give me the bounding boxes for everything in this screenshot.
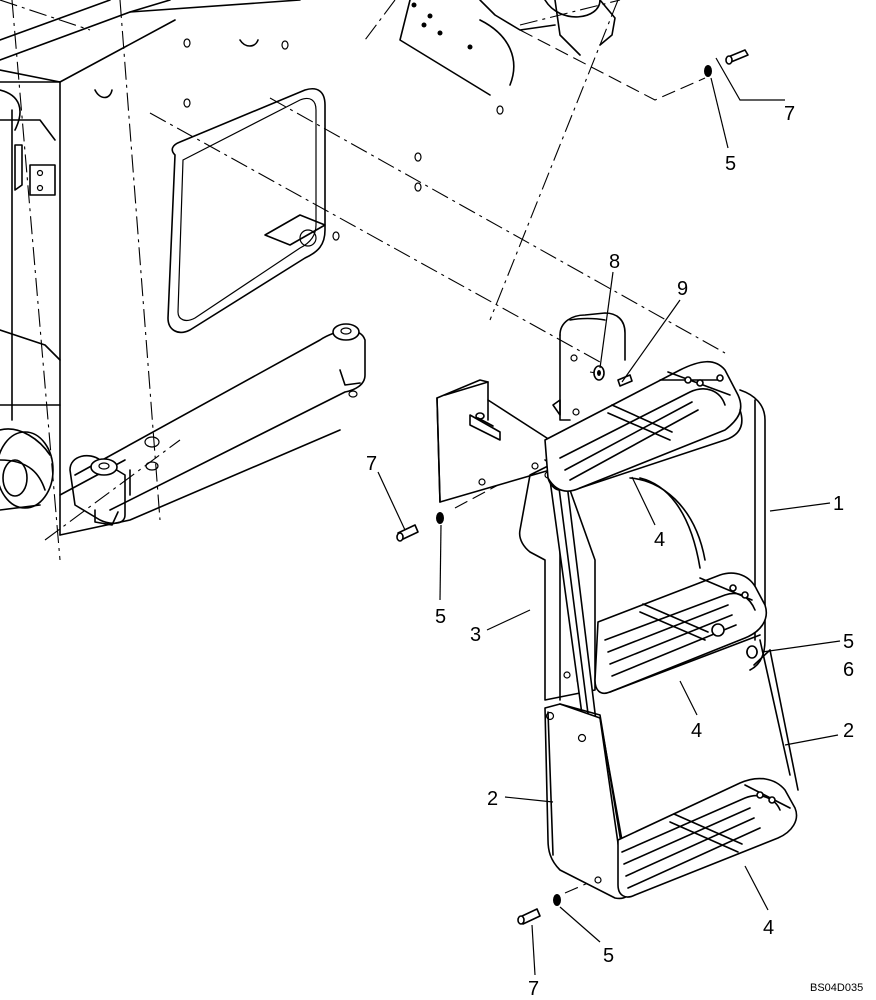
callout-5-left: 5: [435, 606, 446, 628]
callout-6: 6: [843, 659, 854, 681]
callout-2-left: 2: [487, 788, 498, 810]
side-rails: [544, 475, 799, 900]
callout-4-top: 4: [654, 529, 665, 551]
callout-9: 9: [677, 278, 688, 300]
callout-2-right: 2: [843, 720, 854, 742]
callout-labels: 7 5 8 9 1 7 4 5 3 5 6 4 2 2 4 5 7 BS04D0…: [366, 103, 863, 1000]
step-tread-middle: [594, 572, 767, 695]
callout-5-bottom: 5: [603, 945, 614, 967]
drawing-code: BS04D035: [810, 982, 863, 994]
step-tread-top: [544, 360, 743, 492]
leader-lines: [377, 57, 841, 976]
callout-1: 1: [833, 493, 844, 515]
callout-5-top: 5: [725, 153, 736, 175]
hardware: [396, 49, 758, 925]
callout-4-bottom: 4: [763, 917, 774, 939]
callout-7-left: 7: [366, 453, 377, 475]
callout-8: 8: [609, 251, 620, 273]
step-support-arch: [629, 477, 706, 569]
callout-4-middle: 4: [691, 720, 702, 742]
callout-7-top: 7: [784, 103, 795, 125]
callout-5-right: 5: [843, 631, 854, 653]
frame-structure: [0, 0, 616, 536]
step-tread-bottom: [617, 777, 798, 898]
callout-3: 3: [470, 624, 481, 646]
callout-7-bottom: 7: [528, 978, 539, 1000]
alignment-lines: [0, 0, 726, 894]
